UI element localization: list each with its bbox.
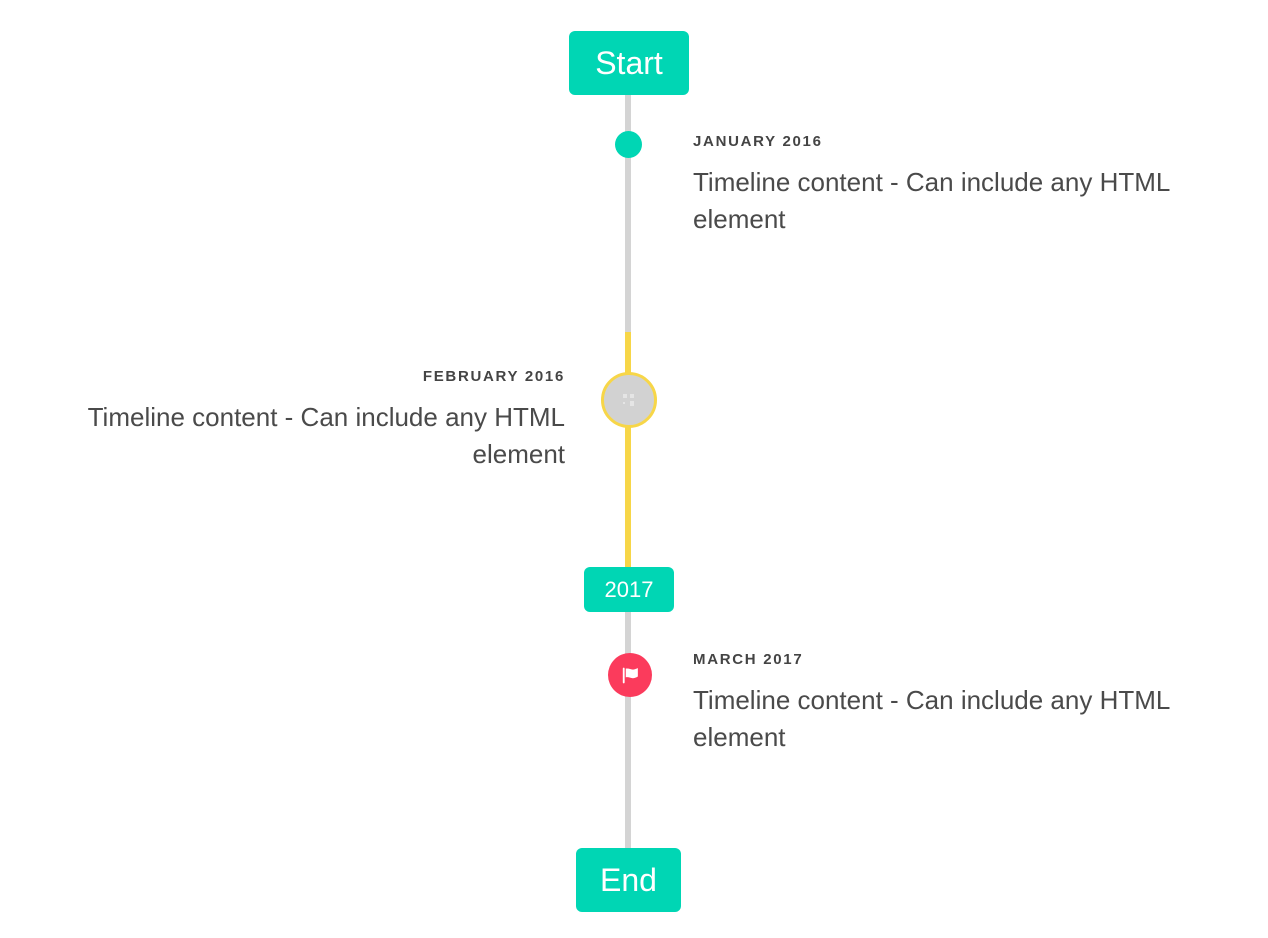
timeline-axis-segment-top bbox=[625, 95, 631, 332]
flag-icon bbox=[622, 667, 638, 683]
timeline-axis-segment-bottom bbox=[625, 611, 631, 850]
timeline-year-badge[interactable]: 2017 bbox=[584, 567, 674, 612]
timeline-axis-segment-highlight bbox=[625, 332, 631, 567]
timeline-event-january: JANUARY 2016 Timeline content - Can incl… bbox=[693, 133, 1223, 238]
event-body-text: Timeline content - Can include any HTML … bbox=[87, 402, 565, 469]
event-date-label: JANUARY 2016 bbox=[693, 133, 823, 150]
broken-image-icon bbox=[623, 394, 634, 406]
timeline-event-march: MARCH 2017 Timeline content - Can includ… bbox=[693, 651, 1223, 756]
timeline-event-february: FEBRUARY 2016 Timeline content - Can inc… bbox=[35, 368, 565, 473]
event-body-text: Timeline content - Can include any HTML … bbox=[693, 685, 1170, 752]
flag-marker-icon[interactable] bbox=[608, 653, 652, 697]
event-date-label: FEBRUARY 2016 bbox=[422, 368, 565, 385]
timeline-start-badge[interactable]: Start bbox=[569, 31, 689, 95]
timeline-end-badge[interactable]: End bbox=[576, 848, 681, 912]
image-marker-icon[interactable] bbox=[601, 372, 657, 428]
event-body-text: Timeline content - Can include any HTML … bbox=[693, 167, 1170, 234]
event-date-label: MARCH 2017 bbox=[693, 651, 804, 668]
dot-marker-icon[interactable] bbox=[615, 131, 642, 158]
